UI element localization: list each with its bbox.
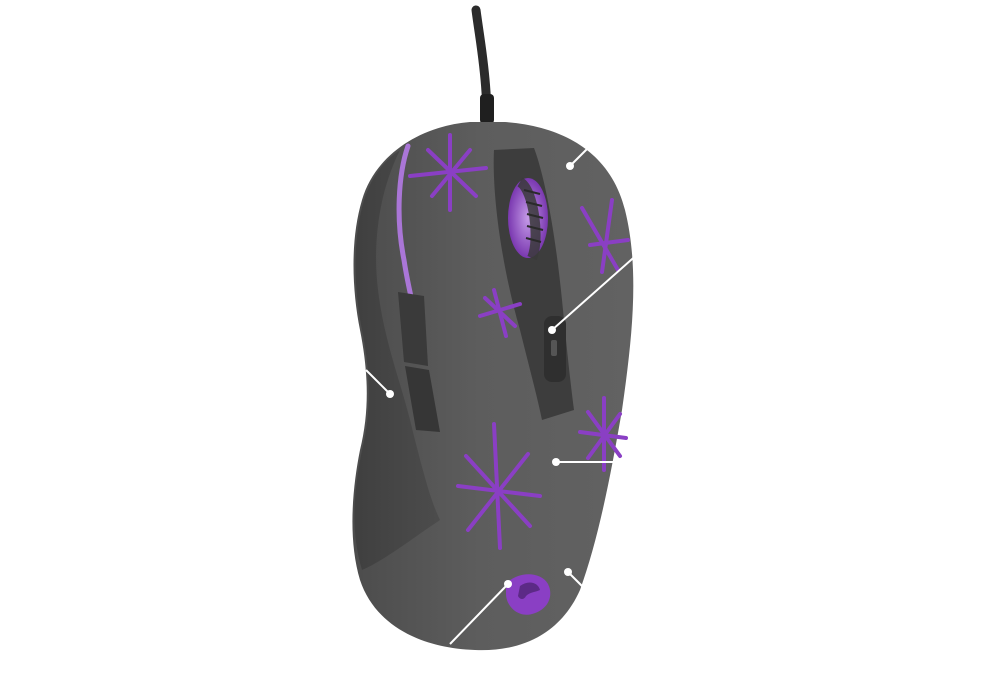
callout-dot-logo [504, 580, 512, 588]
brand-logo-icon [506, 574, 551, 615]
callout-line-logo [449, 583, 509, 645]
mouse-cable [471, 5, 493, 127]
callout-line-top-right [569, 133, 603, 167]
callout-line-side [365, 369, 391, 395]
callout-dot-dpi [548, 326, 556, 334]
side-button-forward[interactable] [398, 292, 428, 366]
side-button-back[interactable] [405, 366, 440, 432]
callout-dot-bottom-right [564, 568, 572, 576]
callout-line-bottom-right [567, 571, 589, 593]
cable-strain-relief [480, 94, 494, 124]
callout-line-dpi [551, 251, 641, 331]
callout-dot-top-right [566, 162, 574, 170]
star-sparkle-icon [408, 133, 630, 550]
dpi-indicator [551, 340, 557, 356]
callout-lines [365, 133, 641, 645]
callout-dot-side [386, 390, 394, 398]
side-grip [354, 150, 440, 570]
callout-dot-center [552, 458, 560, 466]
callout-dots [386, 162, 574, 588]
scroll-wheel[interactable] [508, 177, 548, 261]
